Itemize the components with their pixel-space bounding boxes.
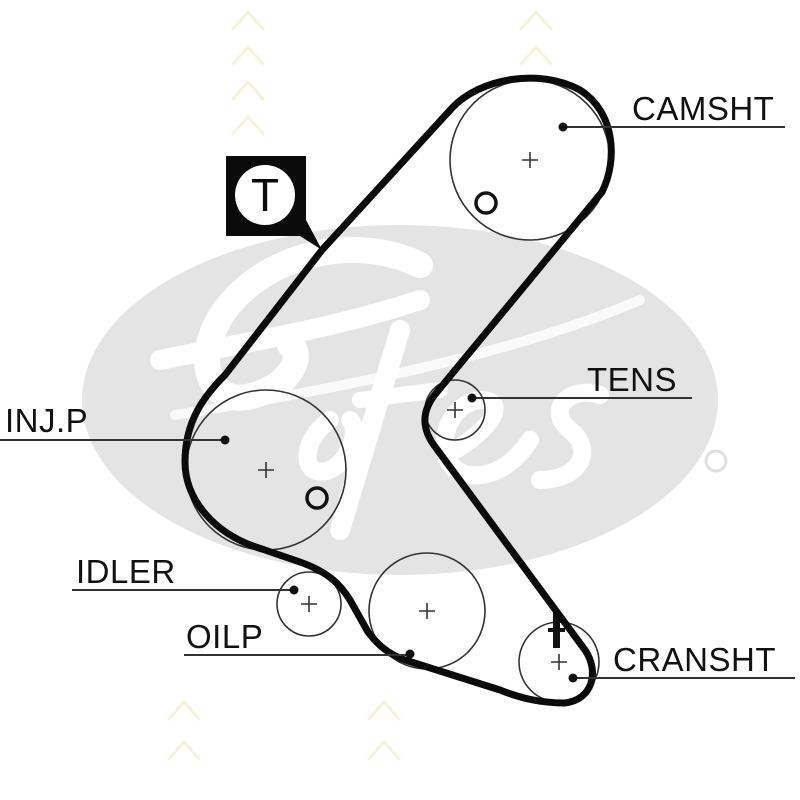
label-crankshaft: CRANSHT xyxy=(613,641,777,678)
oil-pump-center-icon xyxy=(419,603,435,619)
camshaft-dot-icon xyxy=(558,122,568,132)
idler-center-icon xyxy=(301,596,317,612)
registered-mark-icon xyxy=(704,449,728,473)
label-tensioner: TENS xyxy=(587,361,678,398)
leader-lines xyxy=(0,126,795,679)
label-idler: IDLER xyxy=(76,553,176,590)
pulley-centers xyxy=(258,152,567,670)
oil-pump-dot-icon xyxy=(405,649,415,659)
watermark-chevrons xyxy=(166,9,554,761)
tool-letter: T xyxy=(235,165,295,225)
gates-watermark xyxy=(82,9,728,761)
injection-pump-timing-ring-icon xyxy=(305,486,329,510)
leader-dots xyxy=(220,122,578,683)
camshaft-center-icon xyxy=(522,152,538,168)
crankshaft-timing-mark-bar xyxy=(548,628,565,632)
idler-dot-icon xyxy=(289,585,299,595)
injection-pump-dot-icon xyxy=(220,435,230,445)
label-injection-pump: INJ.P xyxy=(5,402,89,439)
idler-pulley xyxy=(276,571,342,637)
camshaft-timing-ring-icon xyxy=(474,191,498,215)
tensioner-center-icon xyxy=(447,402,463,418)
tensioner-tool-badge: T xyxy=(226,156,306,236)
crankshaft-dot-icon xyxy=(568,673,578,683)
injection-pump-center-icon xyxy=(258,462,274,478)
timing-belt xyxy=(181,74,615,707)
crankshaft-center-icon xyxy=(551,654,567,670)
label-oil-pump: OILP xyxy=(186,618,264,655)
watermark-script xyxy=(150,237,645,540)
tensioner-dot-icon xyxy=(467,393,477,403)
label-camshaft: CAMSHT xyxy=(632,90,775,127)
